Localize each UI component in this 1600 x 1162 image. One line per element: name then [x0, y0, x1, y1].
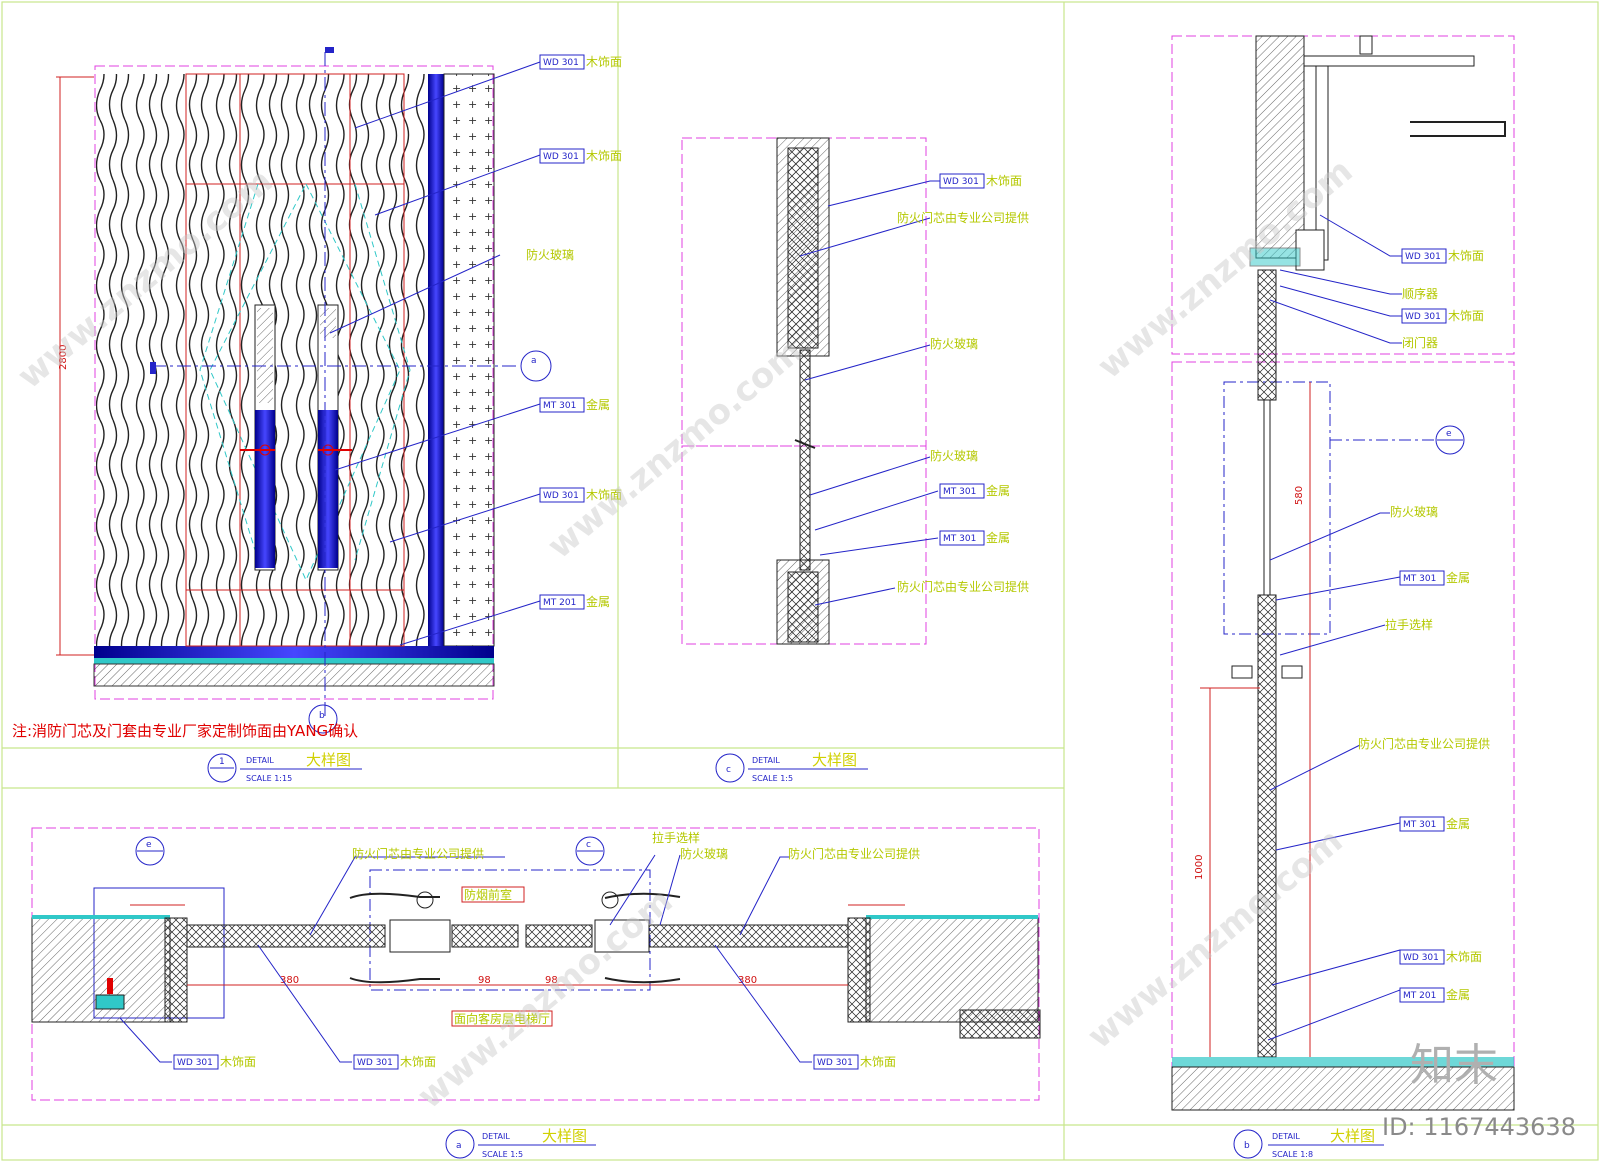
label-door-core: 防火门芯由专业公司提供 — [897, 579, 1029, 594]
dim-380: 380 — [280, 975, 299, 986]
panel-b-section: 1000 580 e WD 301 木饰面 顺序器 WD 301 木饰面 闭门器… — [1171, 35, 1515, 1159]
panelb-id: b — [1244, 1141, 1250, 1151]
tag-mt301: MT 301 — [943, 534, 976, 544]
dim-height: 2800 — [58, 345, 69, 370]
label-elevator-hall: 面向客房层电梯厅 — [454, 1011, 550, 1026]
callout-c-label: c — [586, 840, 591, 850]
label-door-core: 防火门芯由专业公司提供 — [352, 846, 484, 861]
label-fire-glass: 防火玻璃 — [1390, 504, 1438, 519]
label-wood: 木饰面 — [220, 1055, 256, 1069]
tag-wd301: WD 301 — [543, 152, 579, 162]
watermark-text: www.znzmo.com — [540, 331, 810, 567]
panel1-scale: SCALE 1:15 — [246, 774, 292, 783]
tag-wd301: WD 301 — [1405, 312, 1441, 322]
label-wood: 木饰面 — [1448, 309, 1484, 323]
panelc-id: c — [726, 765, 731, 775]
dim-98: 98 — [545, 975, 558, 986]
dim-580: 580 — [1294, 486, 1305, 505]
panelc-title: 大样图 — [812, 751, 857, 769]
tag-wd301: WD 301 — [943, 177, 979, 187]
label-fire-glass: 防火玻璃 — [526, 247, 574, 262]
label-door-core: 防火门芯由专业公司提供 — [1358, 736, 1490, 751]
image-id: ID: 1167443638 — [1382, 1113, 1576, 1141]
label-wood: 木饰面 — [1448, 249, 1484, 263]
label-closer: 闭门器 — [1402, 335, 1438, 350]
panel-c-section: WD 301 木饰面 防火门芯由专业公司提供 防火玻璃 防火玻璃 MT 301 … — [681, 137, 1029, 783]
panelc-scale: SCALE 1:5 — [752, 774, 793, 783]
brand-logo: 知末 — [1410, 1040, 1498, 1091]
note-text: 注:消防门芯及门套由专业厂家定制饰面由YANG确认 — [12, 722, 358, 740]
panel1-title: 大样图 — [306, 751, 351, 769]
dim-98: 98 — [478, 975, 491, 986]
tag-wd301: WD 301 — [1405, 252, 1441, 262]
panel1-labels: WD 301 木饰面 WD 301 木饰面 防火玻璃 MT 301 金属 WD … — [526, 54, 622, 610]
label-fire-glass: 防火玻璃 — [930, 336, 978, 351]
panelb-title: 大样图 — [1330, 1127, 1375, 1145]
label-metal: 金属 — [986, 530, 1010, 545]
panela-scale: SCALE 1:5 — [482, 1150, 523, 1159]
watermark-text: www.znzmo.com — [410, 881, 680, 1117]
tag-wd301: WD 301 — [543, 491, 579, 501]
tag-mt201: MT 201 — [543, 598, 576, 608]
label-wood: 木饰面 — [586, 488, 622, 502]
tag-wd301: WD 301 — [357, 1058, 393, 1068]
label-metal: 金属 — [986, 483, 1010, 498]
callout-b-label: b — [319, 711, 325, 721]
label-door-core: 防火门芯由专业公司提供 — [897, 210, 1029, 225]
label-metal: 金属 — [586, 397, 610, 412]
tag-mt301: MT 301 — [543, 401, 576, 411]
panel1-id: 1 — [219, 757, 225, 767]
panelb-detail: DETAIL — [1272, 1132, 1300, 1141]
label-metal: 金属 — [1446, 816, 1470, 831]
callout-e-label: e — [146, 840, 152, 850]
panelc-detail: DETAIL — [752, 756, 780, 765]
panela-title: 大样图 — [542, 1127, 587, 1145]
dim-1000: 1000 — [1194, 855, 1205, 880]
label-door-core: 防火门芯由专业公司提供 — [788, 846, 920, 861]
dim-380: 380 — [738, 975, 757, 986]
label-metal: 金属 — [1446, 570, 1470, 585]
label-wood: 木饰面 — [986, 174, 1022, 188]
panel-a-plan: 380 98 98 380 e c 防烟前室 面向客房层电梯厅 防火门芯由专业公… — [31, 827, 1041, 1159]
label-wood: 木饰面 — [1446, 950, 1482, 964]
label-wood: 木饰面 — [586, 55, 622, 69]
label-fire-glass: 防火玻璃 — [680, 846, 728, 861]
panel-1-elevation: a b 2800 WD 301 木饰面 WD 301 木饰面 防火玻璃 MT 3… — [12, 47, 622, 783]
callout-e-label: e — [1446, 429, 1452, 439]
label-wood: 木饰面 — [400, 1055, 436, 1069]
label-handle: 拉手选样 — [1385, 617, 1433, 632]
callout-a-label: a — [531, 356, 537, 366]
label-sequencer: 顺序器 — [1402, 286, 1438, 301]
panel1-detail: DETAIL — [246, 756, 274, 765]
panelb-scale: SCALE 1:8 — [1272, 1150, 1313, 1159]
tag-mt301: MT 301 — [943, 487, 976, 497]
panela-id: a — [456, 1141, 462, 1151]
panela-detail: DETAIL — [482, 1132, 510, 1141]
tag-mt301: MT 301 — [1403, 574, 1436, 584]
label-handle: 拉手选样 — [652, 830, 700, 845]
label-front-room: 防烟前室 — [464, 887, 512, 902]
label-wood: 木饰面 — [586, 149, 622, 163]
tag-wd301: WD 301 — [543, 58, 579, 68]
tag-mt301: MT 301 — [1403, 820, 1436, 830]
tag-wd301: WD 301 — [1403, 953, 1439, 963]
tag-wd301: WD 301 — [177, 1058, 213, 1068]
label-wood: 木饰面 — [860, 1055, 896, 1069]
label-fire-glass: 防火玻璃 — [930, 448, 978, 463]
label-metal: 金属 — [1446, 987, 1470, 1002]
tag-mt201: MT 201 — [1403, 991, 1436, 1001]
label-metal: 金属 — [586, 594, 610, 609]
tag-wd301: WD 301 — [817, 1058, 853, 1068]
